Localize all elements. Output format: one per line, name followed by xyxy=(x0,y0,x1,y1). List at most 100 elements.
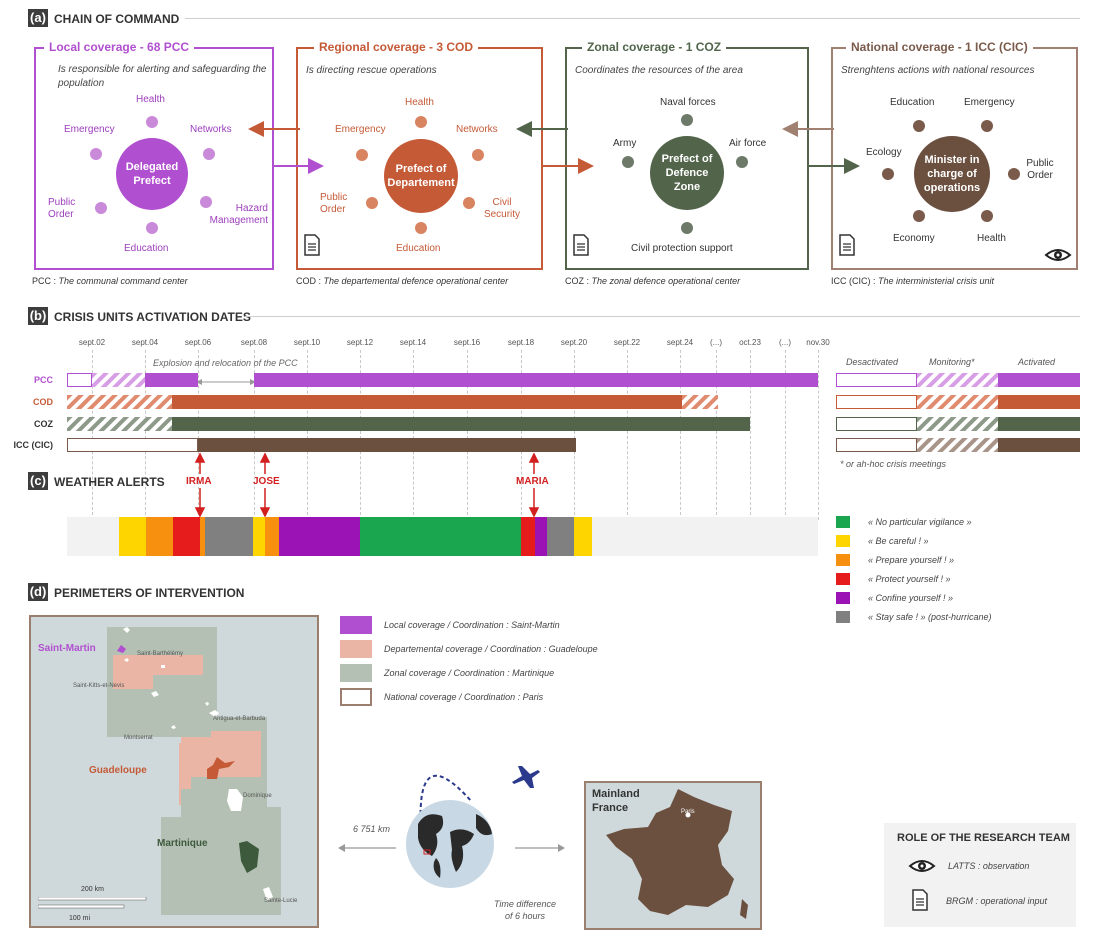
panel-c-title: WEATHER ALERTS xyxy=(54,475,165,489)
national-dot-emergency xyxy=(981,120,993,132)
document-icon xyxy=(839,234,855,256)
weather-be-careful-3 xyxy=(574,517,592,556)
cod-monitoring-end xyxy=(682,395,718,409)
zonal-coverage-title: Zonal coverage - 1 COZ xyxy=(582,40,727,54)
row-label-icc: ICC (CIC) xyxy=(13,440,54,450)
weather-legend-label: « Be careful ! » xyxy=(868,536,929,546)
caribbean-map-drawing xyxy=(107,627,281,915)
pcc-monitoring xyxy=(92,373,145,387)
weather-legend-swatch xyxy=(836,516,850,528)
icc-activated xyxy=(198,438,576,452)
relocation-arrow xyxy=(196,379,256,385)
regional-coverage-desc: Is directing rescue operations xyxy=(306,65,437,76)
weather-prepare-3 xyxy=(265,517,279,556)
island-label-guadeloupe: Guadeloupe xyxy=(89,765,147,776)
local-node-education: Education xyxy=(124,243,169,254)
airplane-icon xyxy=(512,766,540,788)
timeline-gridline xyxy=(360,350,361,520)
regional-node-education: Education xyxy=(396,243,441,254)
timeline-date-label: sept.02 xyxy=(78,338,106,347)
weather-prepare-1 xyxy=(146,517,173,556)
weather-legend-swatch xyxy=(836,554,850,566)
map-legend-swatch xyxy=(340,664,372,682)
local-caption: PCC : The communal command center xyxy=(32,276,188,286)
regional-center: Prefect of Departement xyxy=(384,139,458,213)
local-node-networks: Networks xyxy=(190,124,232,135)
weather-legend-swatch xyxy=(836,535,850,547)
regional-coverage-title: Regional coverage - 3 COD xyxy=(314,40,479,54)
legend-icc-monit xyxy=(917,438,998,452)
local-node-public-order: Public Order xyxy=(48,197,76,220)
map-legend-label: Departemental coverage / Coordination : … xyxy=(384,644,598,654)
zonal-dot-civil-protection xyxy=(681,222,693,234)
timeline-date-label: nov.30 xyxy=(806,338,830,347)
legend-icc-desact xyxy=(836,438,917,452)
panel-a-letter: (a) xyxy=(28,9,48,27)
document-icon xyxy=(573,234,589,256)
row-label-coz: COZ xyxy=(34,419,53,429)
timeline-date-label: sept.18 xyxy=(507,338,535,347)
national-dot-ecology xyxy=(882,168,894,180)
mainland-france-map xyxy=(584,781,762,930)
island-label-sainte-lucie: Sainte-Lucie xyxy=(264,898,298,904)
storm-jose-label: JOSE xyxy=(253,476,280,487)
arrow-right xyxy=(515,844,565,852)
regional-node-networks: Networks xyxy=(456,124,498,135)
legend-pcc-desact xyxy=(836,373,917,387)
timeline-date-label: (...) xyxy=(779,338,791,347)
storm-arrows xyxy=(194,452,540,518)
timeline-gridline xyxy=(750,350,751,520)
national-node-emergency: Emergency xyxy=(964,97,1015,108)
national-node-education: Education xyxy=(890,97,935,108)
regional-node-health: Health xyxy=(405,97,434,108)
research-team-title: ROLE OF THE RESEARCH TEAM xyxy=(897,832,1070,844)
legend-cod-monit xyxy=(917,395,998,409)
mainland-france-title: Mainland France xyxy=(592,788,640,814)
storm-maria-label: MARIA xyxy=(516,476,549,487)
weather-no-vigilance xyxy=(360,517,521,556)
regional-dot-emergency xyxy=(356,149,368,161)
zonal-dot-airforce xyxy=(736,156,748,168)
paris-label: Paris xyxy=(681,809,695,815)
legend-header-monitoring: Monitoring* xyxy=(929,357,975,367)
local-dot-emergency xyxy=(90,148,102,160)
weather-be-careful-2 xyxy=(253,517,265,556)
timeline-date-label: sept.12 xyxy=(346,338,374,347)
legend-cod-act xyxy=(998,395,1080,409)
national-center: Minister in charge of operations xyxy=(914,136,990,212)
weather-protect-maria xyxy=(521,517,535,556)
legend-coz-act xyxy=(998,417,1080,431)
weather-legend-label: « Protect yourself ! » xyxy=(868,574,951,584)
national-coverage-title: National coverage - 1 ICC (CIC) xyxy=(846,40,1033,54)
weather-stay-safe-1 xyxy=(205,517,253,556)
legend-header-desactivated: Desactivated xyxy=(846,357,899,367)
timeline-date-label: sept.04 xyxy=(131,338,159,347)
weather-legend-swatch xyxy=(836,592,850,604)
eye-icon xyxy=(1044,249,1072,261)
research-team-brgm: BRGM : operational input xyxy=(946,896,1048,906)
zonal-node-army: Army xyxy=(613,138,637,149)
panel-a-title: CHAIN OF COMMAND xyxy=(54,12,180,26)
panel-a-rule xyxy=(185,18,1080,19)
timeline-date-label: sept.20 xyxy=(560,338,588,347)
national-dot-economy xyxy=(913,210,925,222)
cod-activated xyxy=(172,395,682,409)
zonal-node-naval: Naval forces xyxy=(660,97,716,108)
regional-dot-health xyxy=(415,116,427,128)
timeline-gridline xyxy=(145,350,146,520)
legend-cod-desact xyxy=(836,395,917,409)
local-dot-networks xyxy=(203,148,215,160)
zonal-center: Prefect of Defence Zone xyxy=(650,136,724,210)
timeline-gridline xyxy=(716,350,717,520)
pcc-activated-2 xyxy=(254,373,818,387)
regional-caption: COD : The departemental defence operatio… xyxy=(296,276,509,286)
island-label-saint-kitts: Saint-Kitts-et-Nevis xyxy=(73,683,125,689)
timeline-date-label: sept.24 xyxy=(666,338,694,347)
legend-coz-monit xyxy=(917,417,998,431)
local-coverage-desc: Is responsible for alerting and safeguar… xyxy=(58,64,267,89)
panel-c-letter: (c) xyxy=(28,472,48,490)
national-dot-public-order xyxy=(1008,168,1020,180)
map-legend-swatch xyxy=(340,640,372,658)
weather-be-careful-1 xyxy=(119,517,146,556)
national-caption: ICC (CIC) : The interministerial crisis … xyxy=(831,276,995,286)
